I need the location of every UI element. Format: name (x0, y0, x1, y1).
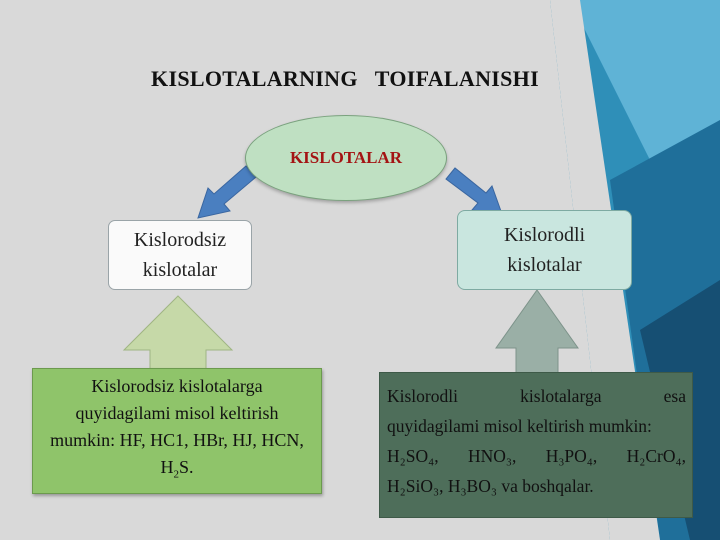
node-label-line1: Kislorodli (503, 224, 586, 246)
panel-kislorodsiz-examples: Kislorodsiz kislotalarga quyidagilami mi… (32, 368, 322, 494)
desc-line: Kislorodsiz kislotalarga (91, 376, 263, 396)
formula-sub: 2 (173, 468, 179, 481)
desc-line: quyidagilami misol keltirish (75, 403, 279, 423)
formula-h: H (160, 457, 174, 477)
formula-line: H₂SiO₃, H₃BO₃ va boshqalar. (387, 476, 594, 496)
panel-kislorodli-examples: Kislorodli kislotalarga esa quyidagilami… (379, 372, 693, 518)
desc-line: quyidagilami misol keltirish mumkin: (387, 416, 652, 436)
root-node: KISLOTALAR (245, 115, 447, 201)
arrow-up-left (122, 295, 234, 373)
desc-line: H2S. (33, 454, 321, 489)
arrow-up-right (495, 289, 579, 377)
node-kislorodsiz: Kislorodsiz kislotalar (108, 220, 252, 290)
desc-line: Kislorodli kislotalarga esa (387, 386, 686, 406)
node-label-line1: Kislorodsiz (133, 229, 227, 251)
slide-title: KISLOTALARNING TOIFALANISHI (151, 66, 539, 91)
formula-line: H₂SO₄, HNO₃, H₃PO₄, H₂CrO₄, (387, 446, 686, 466)
node-label-line2: kislotalar (142, 259, 218, 281)
arrow-left-blue (197, 165, 257, 219)
formula-s: S. (178, 457, 194, 477)
arrow-right-blue (445, 167, 503, 215)
desc-line: mumkin: HF, HC1, HBr, HJ, HCN, (50, 430, 304, 450)
node-label-line2: kislotalar (507, 254, 582, 276)
root-label: KISLOTALAR (289, 148, 403, 167)
node-kislorodli: Kislorodli kislotalar (457, 210, 632, 290)
